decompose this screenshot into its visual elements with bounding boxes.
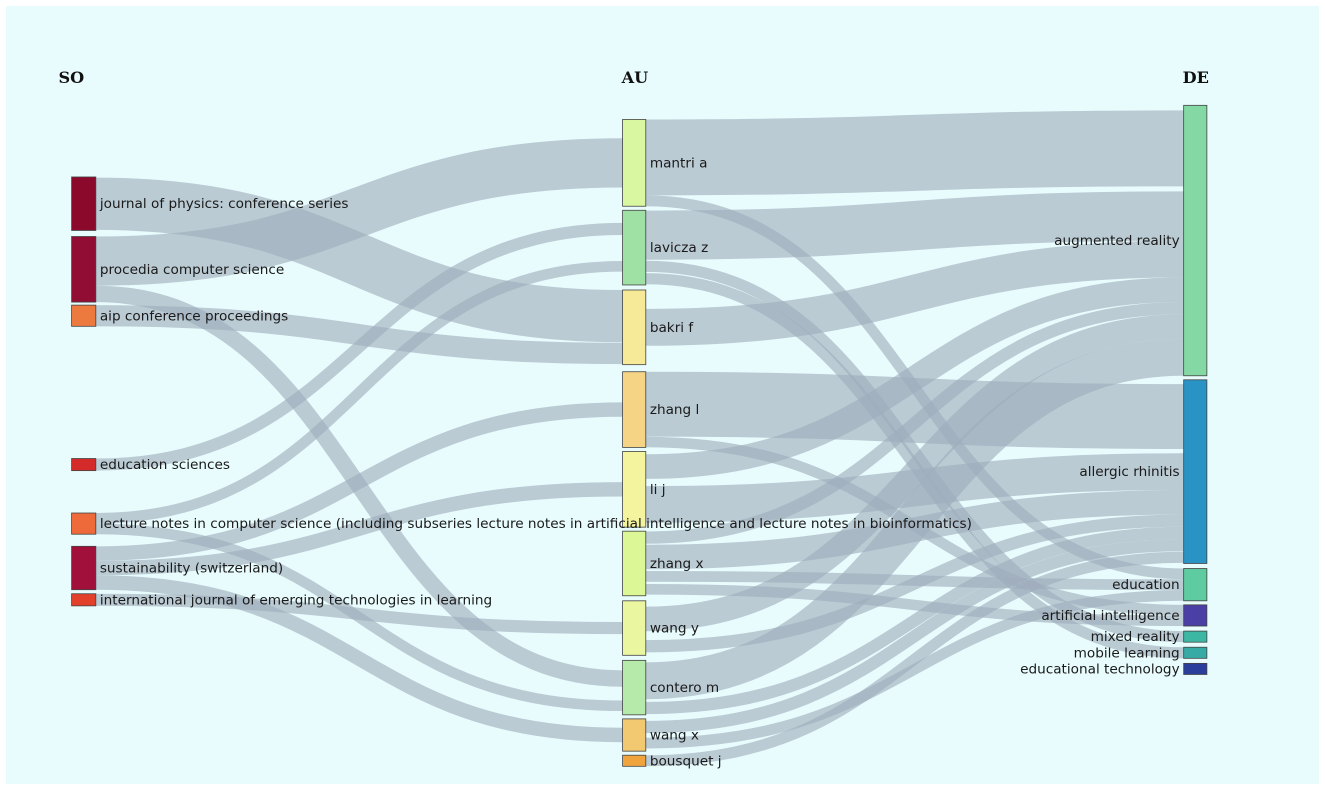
link-so_pcs-au_mantri[interactable]: [95, 138, 623, 286]
link-au_contero-de_rhin[interactable]: [645, 526, 1184, 715]
node-label-so_sus: sustainability (switzerland): [100, 561, 283, 577]
node-label-de_mr: mixed reality: [1091, 629, 1180, 645]
node-de_ar[interactable]: [1183, 104, 1208, 377]
node-so_aip[interactable]: [71, 304, 97, 327]
node-label-au_wangx: wang x: [650, 728, 699, 744]
node-so_pcs[interactable]: [71, 236, 97, 303]
node-label-so_edu: education sciences: [100, 457, 230, 473]
link-so_edu-au_lavicza[interactable]: [95, 222, 623, 471]
node-label-so_lncs: lecture notes in computer science (inclu…: [100, 516, 972, 532]
link-so_jpcs-au_bakri[interactable]: [95, 177, 623, 343]
node-label-au_lij: li j: [650, 482, 666, 498]
node-label-de_ai: artificial intelligence: [1041, 608, 1179, 624]
node-label-au_zhangx: zhang x: [650, 556, 704, 572]
column-titles: SO AU DE: [58, 68, 1208, 87]
link-au_bakri-de_ar[interactable]: [645, 240, 1184, 346]
links-layer: [95, 110, 1184, 767]
node-so_jpcs[interactable]: [71, 176, 97, 231]
link-au_zhangl-de_rhin[interactable]: [645, 371, 1184, 449]
link-au_lij-de_ar[interactable]: [645, 277, 1184, 479]
link-au_wangy-de_ar[interactable]: [645, 314, 1184, 632]
node-label-so_jpcs: journal of physics: conference series: [99, 196, 349, 212]
node-de_ai[interactable]: [1183, 604, 1208, 627]
node-au_contero[interactable]: [622, 659, 647, 716]
column-title-so: SO: [58, 68, 84, 87]
node-label-au_wangy: wang y: [650, 621, 699, 637]
link-au_wangx-de_rhin[interactable]: [645, 538, 1184, 734]
node-de_et[interactable]: [1183, 662, 1208, 675]
link-so_aip-au_bakri[interactable]: [95, 305, 623, 365]
node-so_lncs[interactable]: [71, 512, 97, 535]
node-label-so_pcs: procedia computer science: [100, 262, 284, 278]
link-au_mantri-de_ar[interactable]: [645, 110, 1184, 196]
node-label-so_ijet: international journal of emerging techno…: [100, 592, 492, 608]
node-label-au_contero: contero m: [650, 680, 719, 696]
node-au_zhangl[interactable]: [622, 371, 647, 448]
link-au_wangx-de_edu[interactable]: [645, 590, 1184, 749]
node-so_sus[interactable]: [71, 545, 97, 591]
node-au_bousquet[interactable]: [622, 754, 647, 767]
link-so_sus-au_lij[interactable]: [95, 482, 623, 576]
node-au_wangx[interactable]: [622, 718, 647, 752]
node-label-au_bousquet: bousquet j: [650, 753, 722, 769]
link-au_bousquet-de_rhin[interactable]: [645, 551, 1184, 767]
node-au_bakri[interactable]: [622, 289, 647, 366]
node-au_mantri[interactable]: [622, 119, 647, 207]
link-au_zhangx-de_ar[interactable]: [645, 302, 1184, 544]
link-so_ijet-au_wangy[interactable]: [95, 593, 623, 635]
node-au_wangy[interactable]: [622, 600, 647, 656]
node-so_edu[interactable]: [71, 458, 97, 472]
link-au_wangy-de_rhin[interactable]: [645, 514, 1184, 653]
column-title-au: AU: [621, 68, 649, 87]
link-au_contero-de_ar[interactable]: [645, 338, 1184, 700]
node-so_ijet[interactable]: [71, 593, 97, 607]
node-label-de_ar: augmented reality: [1054, 233, 1180, 249]
node-label-de_edu: education: [1112, 577, 1180, 593]
link-au_lavicza-de_ar[interactable]: [645, 191, 1184, 260]
diagram-background: journal of physics: conference series pro…: [6, 6, 1319, 784]
node-label-au_mantri: mantri a: [650, 155, 708, 171]
node-au_lavicza[interactable]: [622, 209, 647, 286]
node-label-au_zhangl: zhang l: [650, 402, 699, 418]
node-label-so_aip: aip conference proceedings: [100, 308, 288, 324]
nodes-layer: [71, 104, 1208, 767]
node-au_zhangx[interactable]: [622, 530, 647, 597]
link-so_sus-au_wangx[interactable]: [95, 575, 623, 743]
node-de_ml[interactable]: [1183, 646, 1208, 659]
node-de_mr[interactable]: [1183, 630, 1208, 643]
column-title-de: DE: [1183, 68, 1209, 87]
labels-layer: journal of physics: conference series pro…: [99, 155, 1180, 769]
three-field-sankey-diagram: journal of physics: conference series pro…: [58, 68, 1208, 769]
node-de_rhin[interactable]: [1183, 379, 1208, 564]
link-so_sus-au_zhangl[interactable]: [95, 402, 623, 561]
node-label-de_rhin: allergic rhinitis: [1079, 464, 1179, 480]
node-au_lij[interactable]: [622, 451, 647, 528]
node-label-de_et: educational technology: [1020, 661, 1180, 677]
node-label-de_ml: mobile learning: [1074, 645, 1180, 661]
node-label-au_lavicza: lavicza z: [650, 240, 708, 256]
node-de_edu[interactable]: [1183, 568, 1208, 602]
link-so_lncs-au_lavicza[interactable]: [95, 260, 623, 524]
node-label-au_bakri: bakri f: [650, 320, 695, 336]
